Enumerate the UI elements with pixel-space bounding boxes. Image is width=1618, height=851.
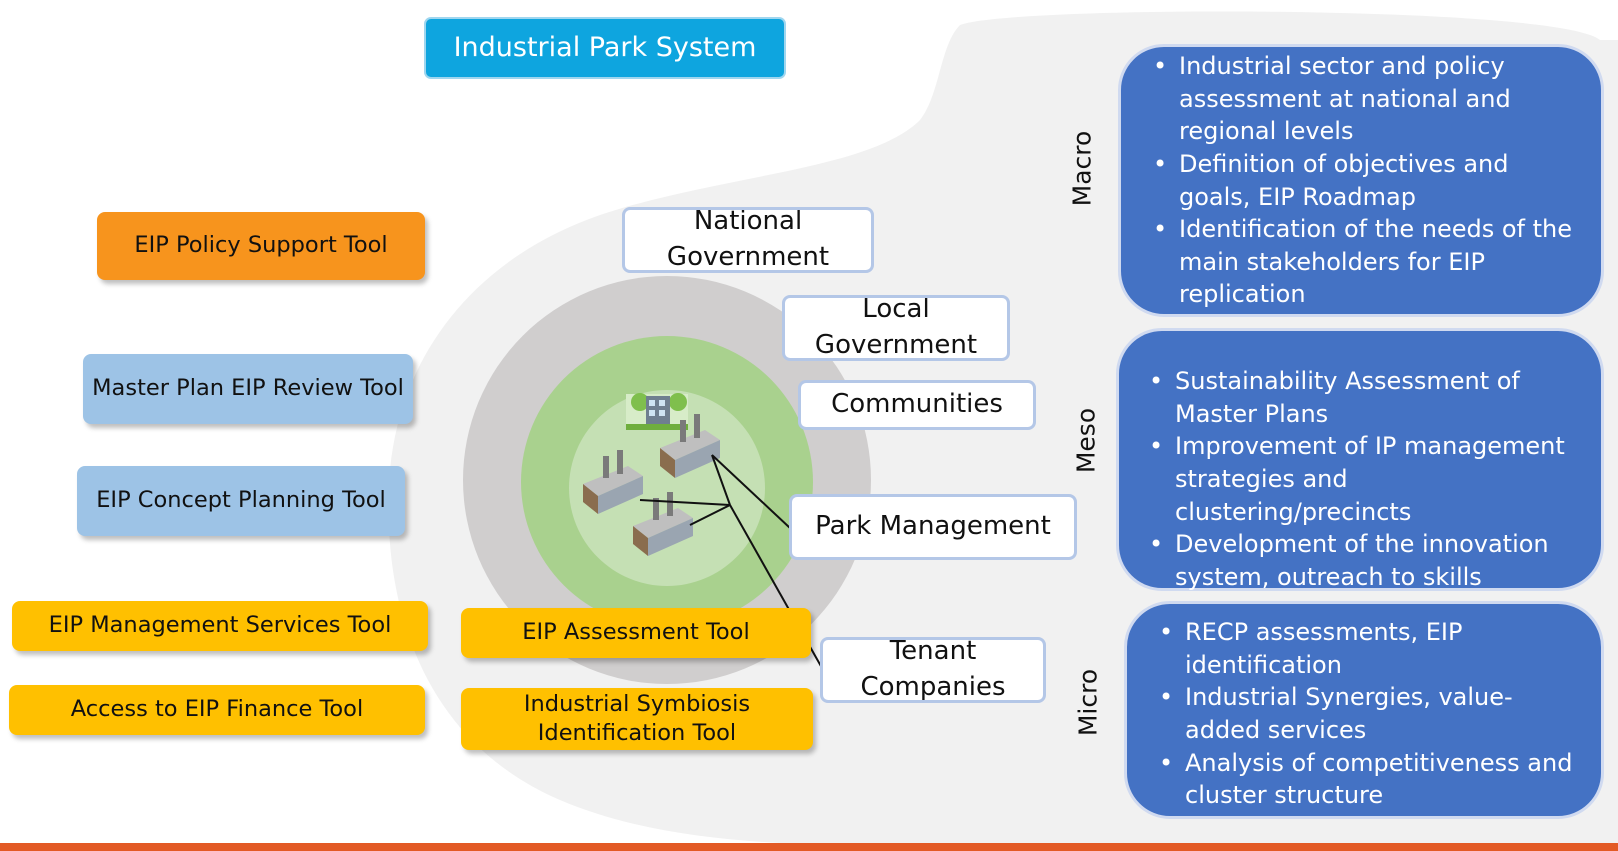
micro-panel: RECP assessments, EIP identification Ind… (1124, 601, 1604, 819)
office-building-icon (626, 393, 688, 430)
factory-icon-1 (660, 414, 720, 478)
micro-list: RECP assessments, EIP identification Ind… (1159, 616, 1585, 812)
micro-item: Analysis of competitiveness and cluster … (1159, 747, 1585, 812)
macro-list: Industrial sector and policy assessment … (1153, 50, 1583, 311)
master-plan-eip-review-tool-button[interactable]: Master Plan EIP Review Tool (83, 354, 413, 424)
local-government-label: Local Government (782, 295, 1010, 361)
meso-panel: Sustainability Assessment of Master Plan… (1116, 328, 1604, 591)
national-government-label: National Government (622, 207, 874, 273)
page-title: Industrial Park System (424, 17, 786, 79)
park-management-label: Park Management (789, 494, 1077, 560)
eip-concept-planning-tool-button[interactable]: EIP Concept Planning Tool (77, 466, 405, 536)
micro-level-label: Micro (1073, 668, 1103, 737)
factory-icon-3 (633, 492, 693, 556)
macro-level-label: Macro (1067, 130, 1097, 207)
eip-assessment-tool-button[interactable]: EIP Assessment Tool (461, 608, 811, 658)
micro-item: RECP assessments, EIP identification (1159, 616, 1585, 681)
eip-management-services-tool-button[interactable]: EIP Management Services Tool (12, 601, 428, 651)
macro-item: Industrial sector and policy assessment … (1153, 50, 1583, 148)
macro-item: Identification of the needs of the main … (1153, 213, 1583, 311)
meso-list: Sustainability Assessment of Master Plan… (1149, 365, 1585, 593)
bottom-accent-bar (0, 843, 1618, 851)
meso-item: Development of the innovation system, ou… (1149, 528, 1585, 593)
meso-item: Sustainability Assessment of Master Plan… (1149, 365, 1585, 430)
macro-item: Definition of objectives and goals, EIP … (1153, 148, 1583, 213)
macro-panel: Industrial sector and policy assessment … (1118, 44, 1604, 317)
tenant-companies-label: Tenant Companies (820, 637, 1046, 703)
access-to-eip-finance-tool-button[interactable]: Access to EIP Finance Tool (9, 685, 425, 735)
micro-item: Industrial Synergies, value-added servic… (1159, 681, 1585, 746)
communities-label: Communities (798, 380, 1036, 430)
industrial-symbiosis-identification-tool-button[interactable]: Industrial Symbiosis Identification Tool (461, 688, 813, 750)
factory-icon-2 (583, 450, 643, 514)
meso-item: Improvement of IP management strategies … (1149, 430, 1585, 528)
eip-policy-support-tool-button[interactable]: EIP Policy Support Tool (97, 212, 425, 280)
meso-level-label: Meso (1071, 407, 1101, 474)
